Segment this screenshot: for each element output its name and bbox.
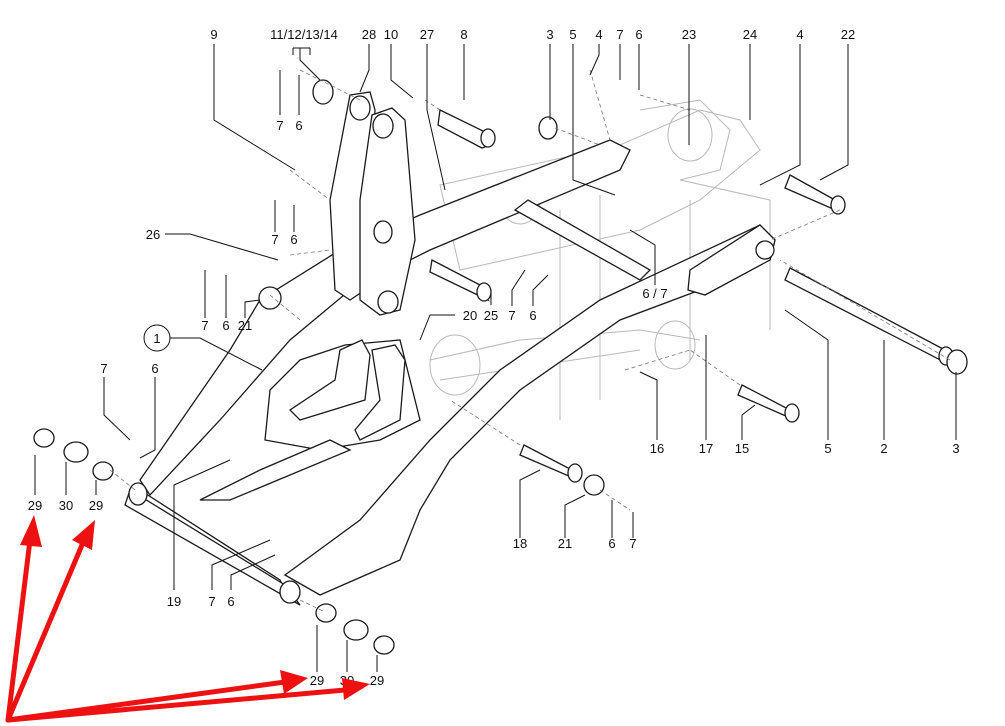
- callout-19: 19: [167, 594, 181, 609]
- callout-11-12-13-14: 11/12/13/14: [270, 27, 338, 42]
- arrowhead-icon: [342, 678, 370, 700]
- callout-7-top: 7: [616, 27, 623, 42]
- callout-26: 26: [146, 227, 160, 242]
- callout-8: 8: [460, 27, 467, 42]
- callout-7: 7: [100, 361, 107, 376]
- callout-7: 7: [276, 118, 283, 133]
- callout-3-right: 3: [952, 441, 959, 456]
- callout-21: 21: [238, 318, 252, 333]
- callout-6-7: 6 / 7: [642, 286, 667, 301]
- arrow-to-29-mid: [5, 542, 85, 723]
- callout-9: 9: [210, 27, 217, 42]
- leader-lines: [34, 44, 957, 672]
- callout-7: 7: [271, 232, 278, 247]
- callout-6: 6: [529, 308, 536, 323]
- callout-6: 6: [295, 118, 302, 133]
- callout-29: 29: [370, 673, 384, 688]
- callout-6-top: 6: [635, 27, 642, 42]
- callout-29: 29: [28, 498, 42, 513]
- callout-7: 7: [629, 536, 636, 551]
- callout-6: 6: [222, 318, 229, 333]
- callout-labels: 9 11/12/13/14 28 10 27 8 3 5 4 7 6 23 24…: [28, 27, 960, 688]
- callout-29: 29: [89, 498, 103, 513]
- arrowhead-icon: [72, 520, 95, 550]
- washers-bushings: [33, 79, 968, 655]
- arrow-to-29-left: [5, 537, 33, 723]
- pins: [124, 109, 954, 606]
- callout-18: 18: [513, 536, 527, 551]
- callout-4-right: 4: [796, 27, 803, 42]
- callout-5-right: 5: [824, 441, 831, 456]
- callout-24: 24: [743, 27, 757, 42]
- callout-6: 6: [608, 536, 615, 551]
- callout-20: 20: [463, 308, 477, 323]
- callout-7: 7: [201, 318, 208, 333]
- callout-5-top: 5: [569, 27, 576, 42]
- callout-3-top: 3: [546, 27, 553, 42]
- callout-25: 25: [484, 308, 498, 323]
- arrowhead-icon: [280, 670, 308, 694]
- callout-6: 6: [227, 594, 234, 609]
- callout-10: 10: [384, 27, 398, 42]
- callout-6: 6: [290, 232, 297, 247]
- callout-16: 16: [650, 441, 664, 456]
- right-link: [513, 199, 776, 296]
- callout-7: 7: [508, 308, 515, 323]
- callout-6: 6: [151, 361, 158, 376]
- callout-4-top: 4: [595, 27, 602, 42]
- rocker-plates: [288, 91, 416, 441]
- callout-7: 7: [208, 594, 215, 609]
- callout-17: 17: [699, 441, 713, 456]
- callout-22: 22: [841, 27, 855, 42]
- callout-28: 28: [362, 27, 376, 42]
- callout-21: 21: [558, 536, 572, 551]
- arrowhead-icon: [20, 515, 42, 547]
- main-frame: [138, 139, 776, 602]
- red-annotation-arrows: [5, 515, 370, 723]
- assembly-lines: [109, 69, 951, 613]
- arrow-to-29-bottom-right: [5, 687, 348, 723]
- callout-29: 29: [310, 673, 324, 688]
- callout-15: 15: [735, 441, 749, 456]
- callout-2: 2: [880, 441, 887, 456]
- callout-1: 1: [153, 331, 160, 346]
- callout-30: 30: [59, 498, 73, 513]
- callout-27: 27: [420, 27, 434, 42]
- callout-23: 23: [682, 27, 696, 42]
